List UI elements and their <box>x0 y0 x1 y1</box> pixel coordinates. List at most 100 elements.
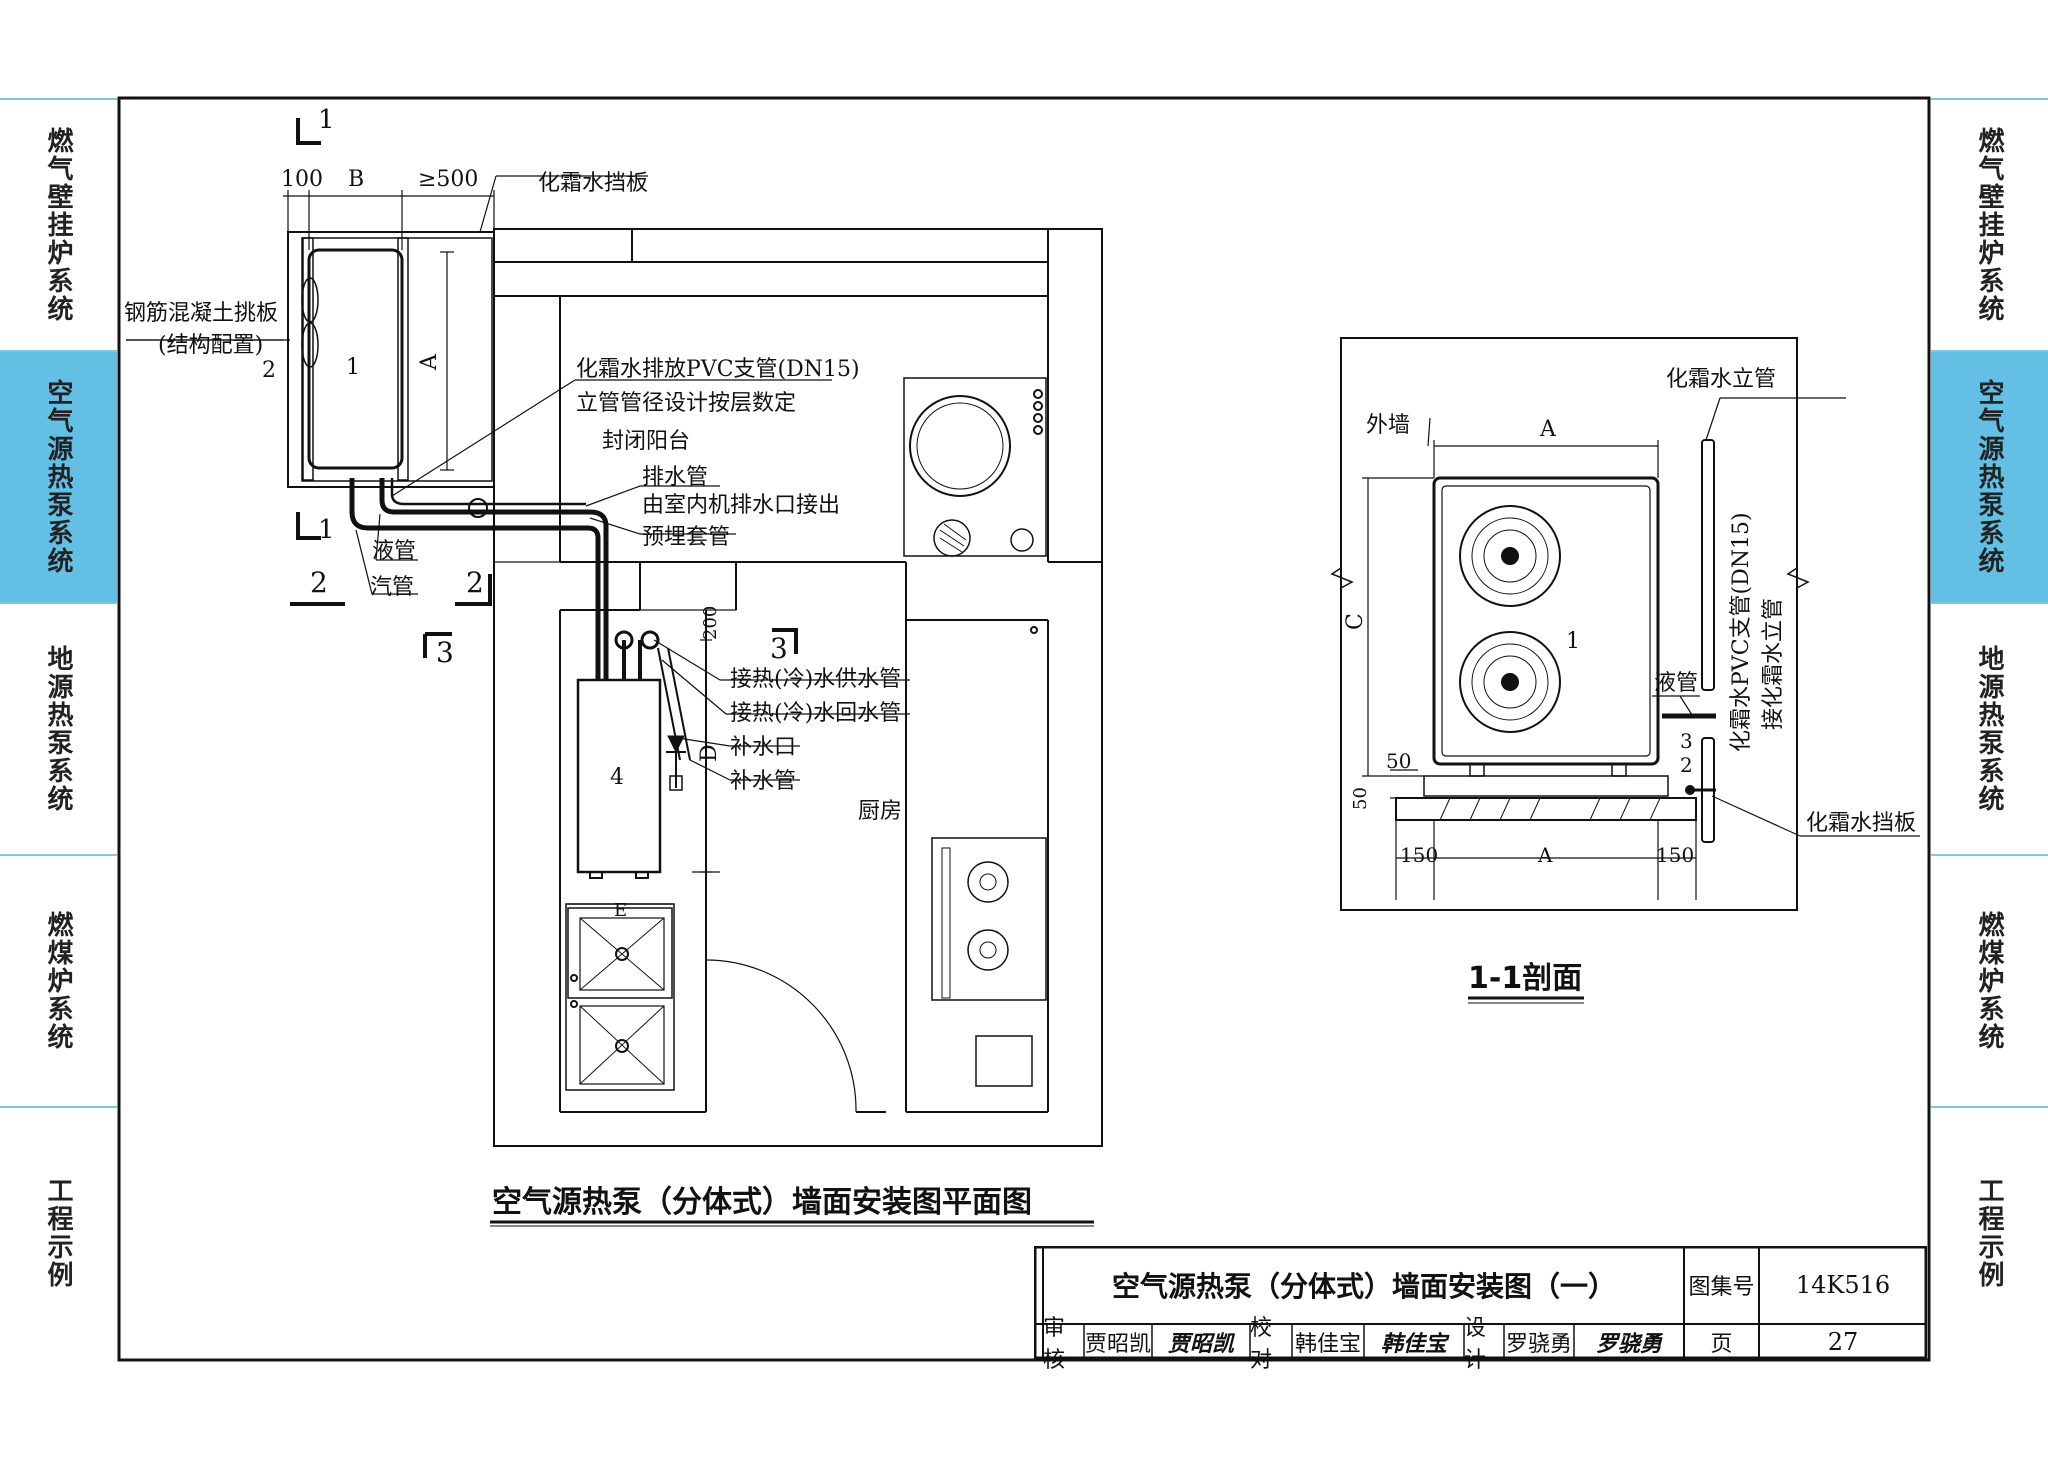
dim-150-right: 150 <box>1656 843 1694 867</box>
fan-icon <box>301 277 319 323</box>
number-2-plan: 2 <box>262 358 276 383</box>
section-label-1-top: 1 <box>318 105 335 135</box>
label-gas-plan: 汽管 <box>370 575 414 600</box>
label-fill-port: 补水口 <box>730 735 796 760</box>
label-slab-note: (结构配置) <box>158 333 263 358</box>
section-mark-1-bottom <box>296 512 321 540</box>
dim-a-top: A <box>1539 417 1557 442</box>
side-tab-ground-source[interactable]: 地源热泵系统 <box>0 602 117 854</box>
dim-50-b: 50 <box>1350 787 1371 810</box>
dim-e: E <box>614 900 627 921</box>
dim-50-a: 50 <box>1386 749 1411 773</box>
label-fill-pipe: 补水管 <box>730 769 796 794</box>
outdoor-slab <box>287 231 495 488</box>
section-mark-2-right <box>455 574 492 606</box>
label-slab: 钢筋混凝土挑板 <box>124 301 278 326</box>
dim-150-left: 150 <box>1400 843 1438 867</box>
page-number: 27 <box>1827 1327 1859 1356</box>
side-tab-coal-boiler-right[interactable]: 燃煤炉系统 <box>1931 854 2048 1106</box>
indoor-unit <box>576 678 662 874</box>
side-tab-gas-boiler-right[interactable]: 燃气壁挂炉系统 <box>1931 98 2048 350</box>
drain-pipe <box>390 478 586 506</box>
right-side-tabs: 燃气壁挂炉系统 空气源热泵系统 地源热泵系统 燃煤炉系统 工程示例 <box>1931 98 2048 1358</box>
section-label-3-left: 3 <box>436 636 454 669</box>
number-1-section: 1 <box>1566 629 1580 654</box>
side-tab-gas-boiler[interactable]: 燃气壁挂炉系统 <box>0 98 117 350</box>
fan-upper-icon <box>1459 505 1561 607</box>
label-supply: 接热(冷)水供水管 <box>730 667 901 692</box>
reviewer-signature: 贾昭凯 <box>1167 1330 1234 1357</box>
liquid-pipe <box>349 478 601 680</box>
check-label: 校对 <box>1250 1315 1273 1373</box>
review-label: 审核 <box>1043 1315 1066 1373</box>
dim-200: 200 <box>700 606 721 640</box>
section-title: 1-1剖面 <box>1468 961 1582 996</box>
designer-signature: 罗骁勇 <box>1595 1330 1662 1357</box>
dim-100: 100 <box>281 167 323 192</box>
washer <box>903 377 1047 557</box>
label-riser-note: 立管管径设计按层数定 <box>576 391 796 416</box>
dim-b: B <box>348 167 364 192</box>
section-label-2-right: 2 <box>466 566 484 599</box>
atlas-label: 图集号 <box>1688 1275 1755 1300</box>
page-label: 页 <box>1710 1331 1733 1357</box>
reviewer-name: 贾昭凯 <box>1084 1331 1151 1357</box>
left-side-tabs: 燃气壁挂炉系统 空气源热泵系统 地源热泵系统 燃煤炉系统 工程示例 <box>0 98 117 1358</box>
dim-a-plan: A <box>417 353 442 371</box>
label-drain: 排水管 <box>642 465 708 490</box>
side-tab-examples-right[interactable]: 工程示例 <box>1931 1106 2048 1358</box>
side-tab-air-source[interactable]: 空气源热泵系统 <box>0 350 117 602</box>
section-label-2-left: 2 <box>310 566 328 599</box>
number-2-section: 2 <box>1680 753 1693 777</box>
section-mark-1-top <box>296 118 321 145</box>
atlas-number: 14K516 <box>1795 1271 1891 1299</box>
label-riser: 化霜水立管 <box>1666 367 1776 392</box>
section-label-1-bottom: 1 <box>318 515 335 545</box>
section-view <box>1330 337 1920 1004</box>
drawing-frame <box>117 96 1931 1362</box>
label-baffle: 化霜水挡板 <box>538 171 648 196</box>
number-3-section: 3 <box>1680 729 1693 753</box>
outdoor-unit <box>307 248 404 470</box>
dim-a-bottom: A <box>1537 843 1553 867</box>
slab-section <box>1395 797 1697 821</box>
defrost-riser <box>1701 439 1715 691</box>
plan-title: 空气源热泵（分体式）墙面安装图平面图 <box>492 1185 1032 1220</box>
plan-view <box>126 118 1103 1227</box>
dim-c: C <box>1343 613 1368 630</box>
label-connect-riser: 接化霜水立管 <box>1761 598 1786 730</box>
label-kitchen: 厨房 <box>858 799 902 824</box>
side-tab-ground-source-right[interactable]: 地源热泵系统 <box>1931 602 2048 854</box>
label-drain-note: 由室内机排水口接出 <box>642 493 840 518</box>
side-tab-coal-boiler[interactable]: 燃煤炉系统 <box>0 854 117 1106</box>
label-pvc-section: 化霜水PVC支管(DN15) <box>1729 512 1754 752</box>
drawing-title: 空气源热泵（分体式）墙面安装图（一） <box>1111 1270 1616 1303</box>
design-label: 设计 <box>1464 1315 1487 1373</box>
section-frame <box>1340 337 1798 911</box>
label-liquid-section: 液管 <box>1654 671 1698 696</box>
title-block: 空气源热泵（分体式）墙面安装图（一） 图集号 14K516 页 27 审核 贾昭… <box>1034 1246 1927 1373</box>
checker-signature: 韩佳宝 <box>1380 1330 1447 1357</box>
label-sleeve: 预埋套管 <box>642 525 730 550</box>
label-baffle-section: 化霜水挡板 <box>1806 811 1916 836</box>
fan-lower-icon <box>1459 631 1561 733</box>
label-return: 接热(冷)水回水管 <box>730 701 901 726</box>
outdoor-unit-section <box>1432 476 1660 766</box>
number-4-plan: 4 <box>610 765 624 790</box>
section-label-3-right: 3 <box>770 632 788 665</box>
number-1-plan: 1 <box>346 355 360 380</box>
designer-name: 罗骁勇 <box>1505 1331 1572 1357</box>
dim-d: D <box>697 744 722 762</box>
dim-500: ≥500 <box>418 167 478 192</box>
label-wall: 外墙 <box>1366 413 1410 438</box>
stove <box>931 837 1047 1001</box>
side-tab-air-source-right[interactable]: 空气源热泵系统 <box>1931 350 2048 602</box>
gas-pipe <box>379 478 609 680</box>
section-mark-3-right <box>772 628 798 654</box>
label-pvc: 化霜水排放PVC支管(DN15) <box>576 357 860 382</box>
label-balcony: 封闭阳台 <box>602 429 690 454</box>
label-liquid-plan: 液管 <box>372 539 416 564</box>
side-tab-examples[interactable]: 工程示例 <box>0 1106 117 1358</box>
checker-name: 韩佳宝 <box>1294 1331 1361 1357</box>
